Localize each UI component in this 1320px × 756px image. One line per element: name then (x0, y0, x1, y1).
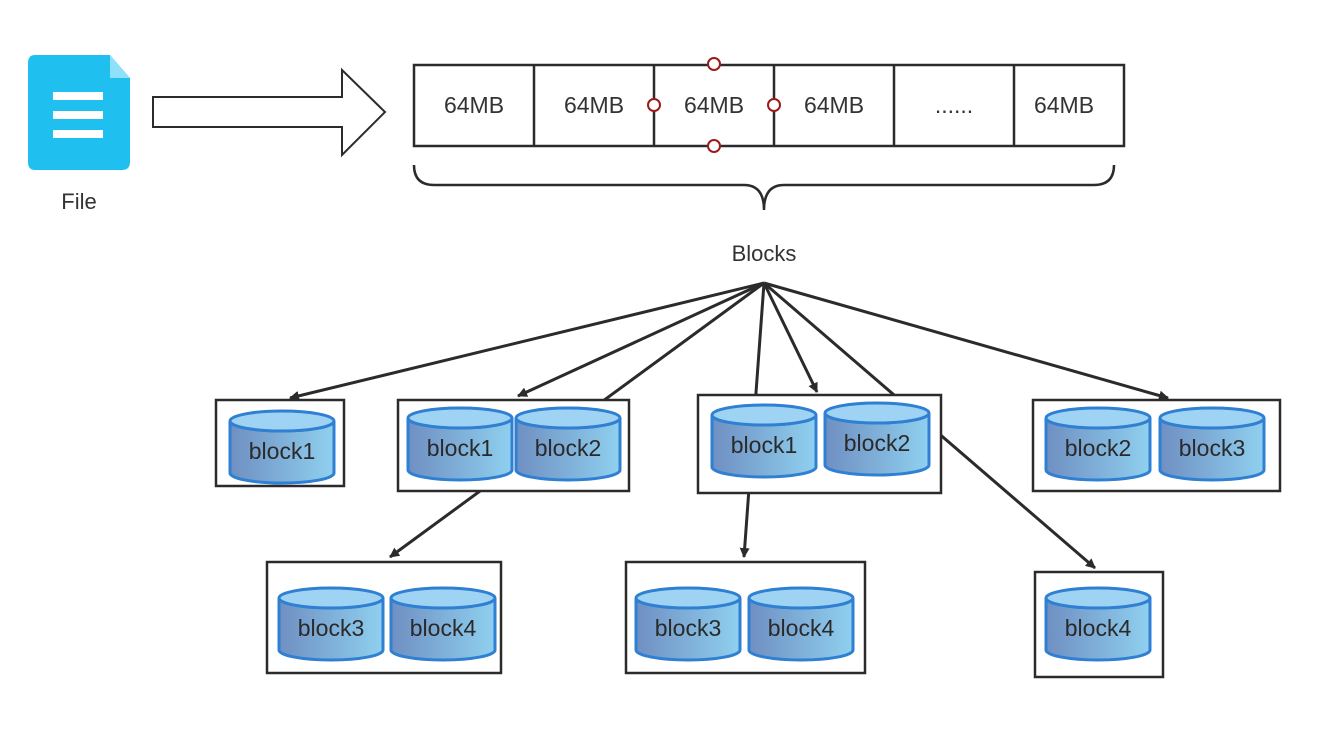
selection-handles[interactable] (647, 57, 781, 153)
segment-label: ...... (935, 92, 973, 118)
block-label: block2 (535, 435, 601, 461)
resize-handle-top[interactable] (707, 57, 721, 71)
split-arrow (152, 67, 387, 158)
datanode-1[interactable]: block1 (214, 398, 346, 488)
resize-handle-bottom[interactable] (707, 139, 721, 153)
block-label: block3 (1179, 435, 1245, 461)
block-label: block4 (768, 615, 835, 641)
blocks-label: Blocks (732, 241, 797, 266)
segment-label: 64MB (444, 92, 504, 118)
block-cylinder-icon: block2 (514, 406, 622, 482)
datanode-2[interactable]: block1 block2 (396, 398, 631, 493)
resize-handle-right[interactable] (767, 98, 781, 112)
block-cylinder-icon: block2 (1044, 406, 1152, 482)
segment-label-selected[interactable]: 64MB (684, 92, 744, 118)
block-cylinder-icon: block3 (634, 586, 742, 662)
arrow-to-node-4 (763, 281, 1169, 401)
datanode-4[interactable]: block2 block3 (1031, 398, 1282, 493)
arrow-to-node-2 (517, 281, 765, 398)
segment-bar: 64MB 64MB 64MB 64MB ...... 64MB (412, 63, 1126, 148)
datanode-7[interactable]: block4 (1033, 570, 1165, 679)
block-label: block1 (731, 432, 797, 458)
block-label: block1 (249, 438, 315, 464)
block-cylinder-icon: block4 (747, 586, 855, 662)
segment-label: 64MB (1034, 92, 1094, 118)
brace (412, 164, 1116, 211)
block-cylinder-icon: block1 (406, 406, 514, 482)
datanode-3[interactable]: block1 block2 (696, 393, 943, 495)
segment-label: 64MB (804, 92, 864, 118)
block-label: block3 (298, 615, 364, 641)
block-label: block4 (1065, 615, 1132, 641)
block-label: block2 (1065, 435, 1131, 461)
block-label: block3 (655, 615, 721, 641)
block-cylinder-icon: block1 (228, 409, 336, 485)
block-cylinder-icon: block1 (710, 403, 818, 479)
block-label: block4 (410, 615, 477, 641)
file-label: File (61, 189, 96, 214)
resize-handle-left[interactable] (647, 98, 661, 112)
block-cylinder-icon: block2 (823, 401, 931, 477)
document-icon (28, 55, 130, 170)
datanode-6[interactable]: block3 block4 (624, 560, 867, 675)
arrow-to-node-3 (762, 282, 819, 393)
block-label: block1 (427, 435, 493, 461)
block-cylinder-icon: block4 (389, 586, 497, 662)
block-cylinder-icon: block3 (277, 586, 385, 662)
arrow-to-node-1 (289, 281, 765, 401)
segment-label: 64MB (564, 92, 624, 118)
block-cylinder-icon: block3 (1158, 406, 1266, 482)
block-label: block2 (844, 430, 910, 456)
block-cylinder-icon: block4 (1044, 586, 1152, 662)
datanode-5[interactable]: block3 block4 (265, 560, 503, 675)
